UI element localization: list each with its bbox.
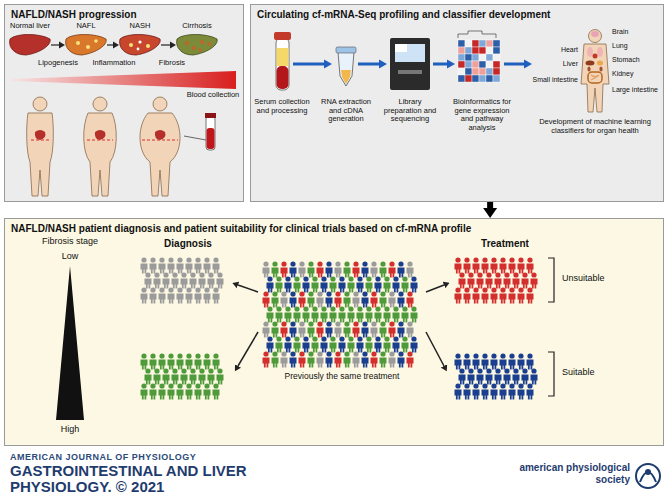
journal-name: AMERICAN JOURNAL OF PHYSIOLOGY: [10, 453, 336, 463]
step-caption: Library preparation and sequencing: [380, 98, 440, 124]
group-arrows: [238, 285, 444, 366]
organ-label: Kidney: [612, 70, 660, 78]
annotation-label: Low: [50, 251, 90, 261]
step-arrows: [293, 64, 524, 65]
sequencer: [390, 38, 430, 90]
step-caption: Development of machine learning classifi…: [536, 118, 654, 135]
organ-label: Lung: [612, 42, 660, 50]
organ-label: Heart: [532, 46, 578, 54]
step-caption: RNA extraction and cDNA generation: [316, 98, 376, 124]
organ-label: Liver: [532, 60, 578, 68]
organ-label: Stomach: [612, 56, 660, 64]
panel-heading: NAFLD/NASH patient diagnosis and patient…: [11, 223, 657, 234]
step-caption: Bioinformatics for gene expression and p…: [450, 98, 514, 133]
process-label: Lipogenesis: [31, 59, 85, 68]
panel-box: NAFLD/NASH progression: [4, 4, 244, 202]
annotation-label: Fibrosis stage: [28, 236, 112, 246]
organ-label: Brain: [612, 28, 660, 36]
annotation-label: High: [50, 424, 90, 434]
fibrosis-triangle: [56, 266, 84, 420]
patient-figures: [141, 257, 538, 399]
stage-label: NAFL: [66, 22, 106, 31]
body-figures: [27, 97, 180, 196]
liver-icons: [10, 35, 218, 56]
step-caption: Serum collection and processing: [252, 98, 312, 115]
progression-wedge: [12, 71, 236, 89]
process-label: Fibrosis: [150, 59, 194, 68]
process-label: Inflammation: [86, 59, 142, 68]
panel-ground: [4, 4, 244, 202]
panel-heading: Circulating cf-mRNA-Seq profiling and cl…: [257, 9, 657, 20]
panel-ground: [250, 4, 664, 202]
society-logo: [636, 464, 660, 488]
panel-box: NAFLD/NASH patient diagnosis and patient…: [4, 218, 664, 446]
organ-body: [581, 30, 609, 113]
organ-label: Large intestine: [612, 86, 662, 94]
stage-label: Normal liver: [5, 22, 55, 31]
annotation-label: Diagnosis: [143, 238, 233, 250]
journal-banner: AMERICAN JOURNAL OF PHYSIOLOGYGASTROINTE…: [8, 451, 338, 500]
blood-tube: [184, 113, 216, 150]
stage-label: NASH: [120, 22, 160, 31]
annotation-label: Unsuitable: [562, 273, 642, 283]
heatmap: [458, 31, 500, 82]
step-caption: Blood collection: [186, 91, 240, 100]
serum-tube: [274, 32, 291, 90]
annotation-label: Suitable: [562, 367, 642, 377]
rna-tube: [336, 47, 356, 86]
panel-heading: NAFLD/NASH progression: [11, 9, 237, 20]
brackets: [548, 258, 554, 396]
organ-label: Small intestine: [528, 76, 578, 84]
annotation-label: Treatment: [460, 238, 550, 250]
journal-name: GASTROINTESTINAL AND LIVER PHYSIOLOGY. ©…: [10, 463, 336, 496]
panel-ground: [4, 218, 664, 446]
flow-arrow: [487, 202, 493, 208]
society-name: american physiological society: [500, 462, 630, 485]
annotation-label: Previously the same treatment: [262, 372, 422, 382]
stage-label: Cirrhosis: [175, 22, 219, 31]
